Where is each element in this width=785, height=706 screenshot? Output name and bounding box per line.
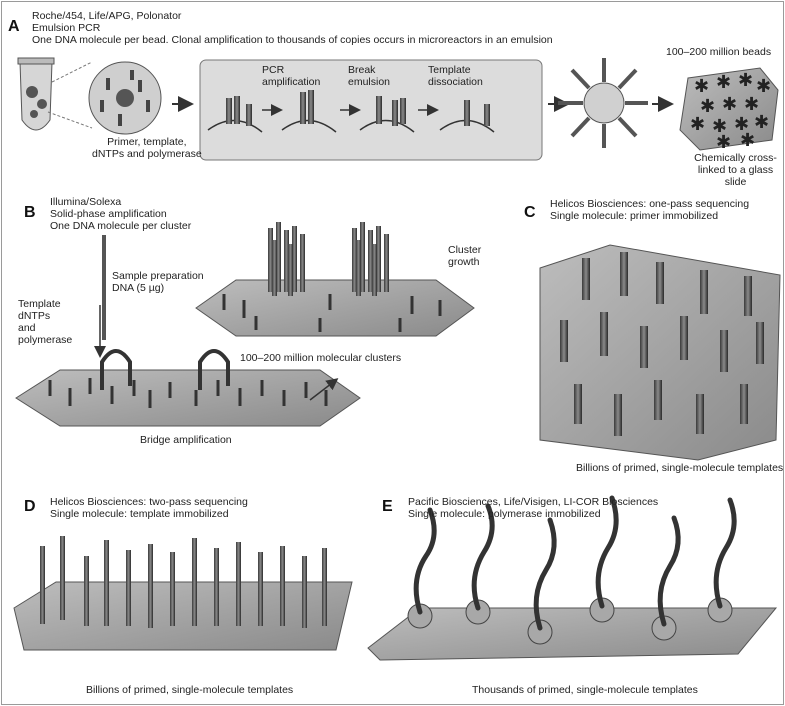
svg-text:✱: ✱ xyxy=(754,112,769,133)
panel-c-letter: C xyxy=(524,204,536,221)
bridge-plate xyxy=(15,369,361,427)
panel-e-method: Single molecule: polymerase immobilized xyxy=(408,508,601,520)
bead-label: Primer, template, dNTPs and polymerase xyxy=(92,136,202,160)
step-template-dissociation: Template dissociation xyxy=(428,64,483,88)
bead-slide xyxy=(679,67,779,151)
panel-d-caption: Billions of primed, single-molecule temp… xyxy=(86,684,294,696)
step-pcr-amplification: PCR amplification xyxy=(262,64,321,88)
cluster-growth-label: Cluster growth xyxy=(448,244,482,268)
step-break-emulsion: Break emulsion xyxy=(348,64,391,88)
panel-b-platforms: Illumina/Solexa xyxy=(50,196,122,208)
primer-plate xyxy=(539,244,781,461)
panel-d-graphics xyxy=(13,536,353,651)
clusters-caption: 100–200 million molecular clusters xyxy=(240,352,402,364)
svg-text:✱: ✱ xyxy=(712,116,727,137)
svg-text:✱: ✱ xyxy=(734,114,749,135)
panel-d-method: Single molecule: template immobilized xyxy=(50,508,229,520)
panel-e-caption: Thousands of primed, single-molecule tem… xyxy=(472,684,698,696)
panel-e-platform: Pacific Biosciences, Life/Visigen, LI-CO… xyxy=(408,496,659,508)
svg-text:✱: ✱ xyxy=(716,72,731,93)
svg-text:✱: ✱ xyxy=(738,70,753,91)
amplified-bead-icon xyxy=(583,82,625,124)
svg-text:✱: ✱ xyxy=(690,114,705,135)
svg-text:✱: ✱ xyxy=(756,76,771,97)
panel-d-platform: Helicos Biosciences: two-pass sequencing xyxy=(50,496,248,508)
panel-c-caption: Billions of primed, single-molecule temp… xyxy=(576,462,784,474)
panel-b-description: One DNA molecule per cluster xyxy=(50,220,192,232)
svg-text:✱: ✱ xyxy=(694,76,709,97)
svg-text:✱: ✱ xyxy=(716,132,731,153)
panel-d-letter: D xyxy=(24,498,36,515)
panel-a-letter: A xyxy=(8,18,20,35)
panel-b-method: Solid-phase amplification xyxy=(50,208,167,220)
panel-a-description: One DNA molecule per bead. Clonal amplif… xyxy=(32,34,553,46)
panel-c-graphics xyxy=(539,244,781,461)
sample-prep-label: Sample preparation DNA (5 µg) xyxy=(112,270,204,294)
crosslink-label: Chemically cross- linked to a glass slid… xyxy=(694,152,777,188)
panel-b-letter: B xyxy=(24,204,36,221)
svg-text:✱: ✱ xyxy=(722,94,737,115)
svg-text:✱: ✱ xyxy=(744,94,759,115)
panel-a-platforms: Roche/454, Life/APG, Polonator xyxy=(32,10,182,22)
beads-count-label: 100–200 million beads xyxy=(666,46,772,58)
svg-text:✱: ✱ xyxy=(740,130,755,151)
svg-text:✱: ✱ xyxy=(700,96,715,117)
template-plate xyxy=(13,581,353,651)
cluster-plate xyxy=(195,279,475,337)
panel-e-letter: E xyxy=(382,498,393,515)
panel-c-method: Single molecule: primer immobilized xyxy=(550,210,719,222)
panel-a-graphics: ✱✱✱✱ ✱✱✱ ✱✱✱✱ ✱✱ xyxy=(17,57,779,161)
panel-e-graphics xyxy=(367,495,778,661)
reagents-label: Template dNTPs and polymerase xyxy=(18,298,73,346)
bridge-caption: Bridge amplification xyxy=(140,434,232,446)
panel-c-platform: Helicos Biosciences: one-pass sequencing xyxy=(550,198,750,210)
process-box xyxy=(199,59,543,161)
panel-b-graphics xyxy=(15,222,475,427)
panel-a-method: Emulsion PCR xyxy=(32,22,101,34)
